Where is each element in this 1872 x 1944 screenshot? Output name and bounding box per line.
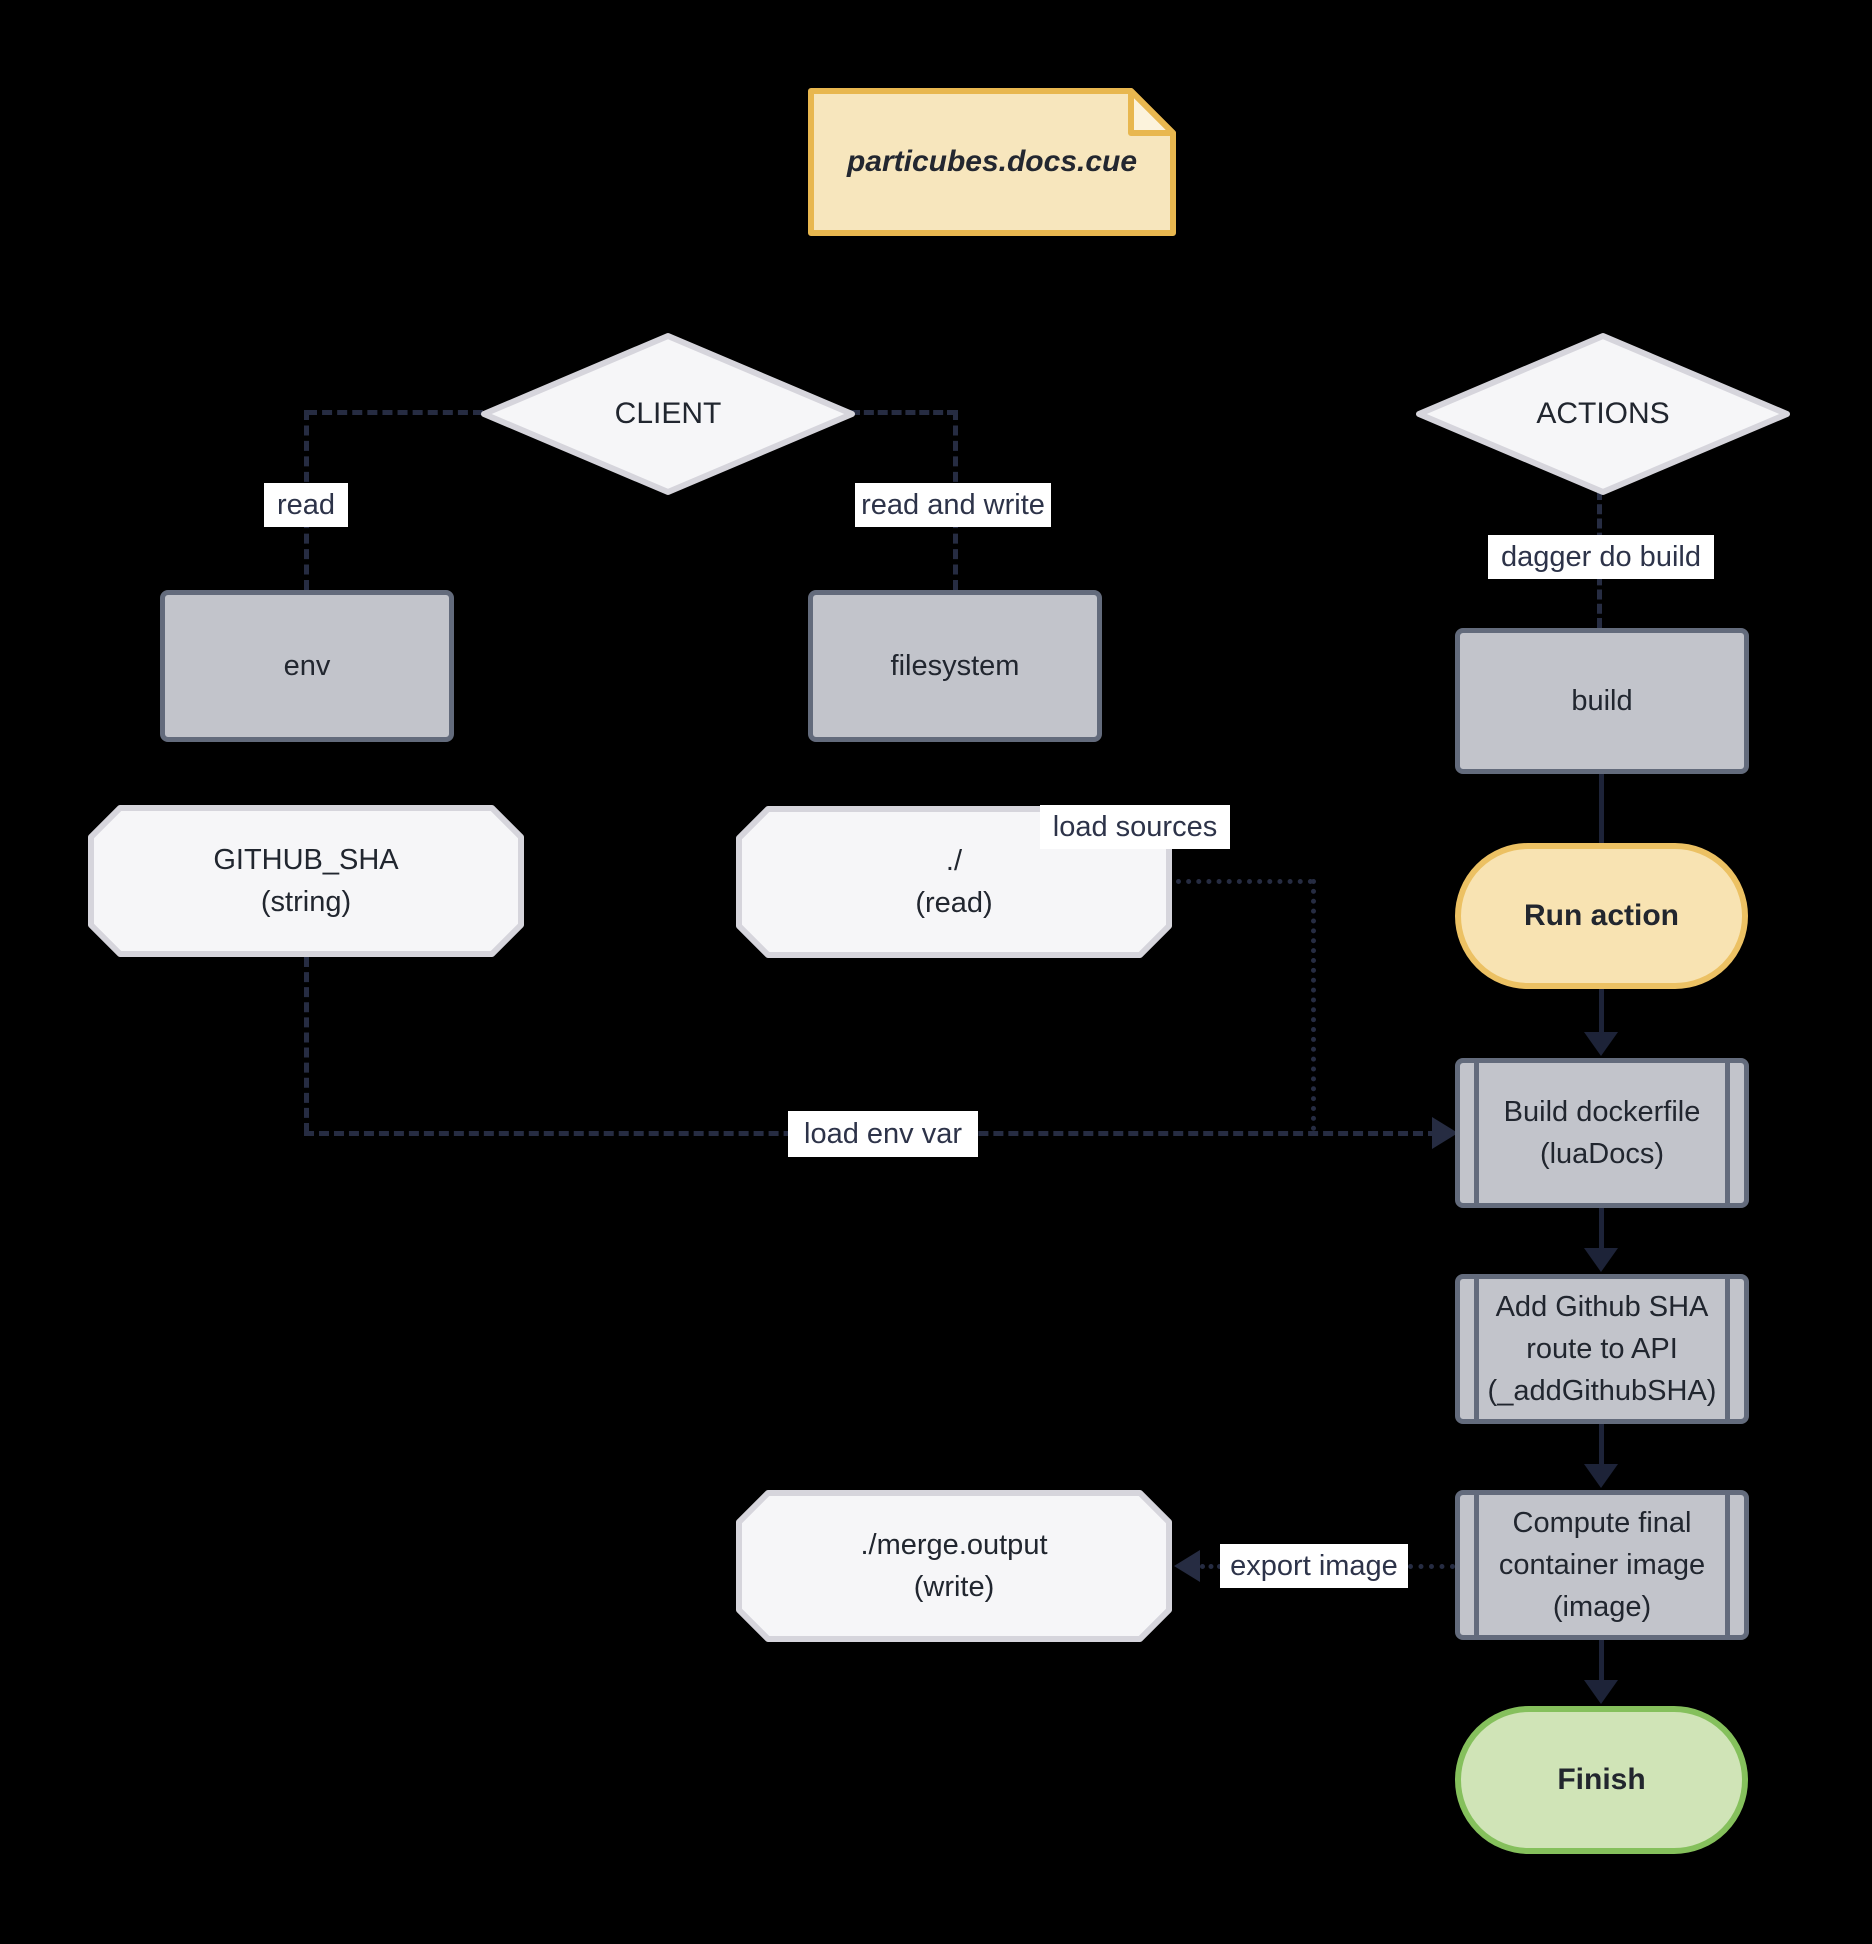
octagon-merge-output-outline [736,1490,1172,1642]
subroutine-compute-image: Compute final container image (image) [1455,1490,1749,1640]
subroutine-bar-right [1725,1495,1730,1635]
box-filesystem: filesystem [808,590,1102,742]
diamond-client-label: CLIENT [614,397,722,431]
subroutine-compute-image-label: Compute final container image (image) [1498,1506,1706,1624]
edge-runaction-builddockerfile [1599,988,1604,1040]
arrowhead-into-build-dockerfile [1432,1117,1458,1149]
subroutine-add-github-sha-label: Add Github SHA route to API (_addGithubS… [1487,1290,1717,1408]
terminal-run-action: Run action [1455,843,1748,989]
edge-addsha-compute [1599,1424,1604,1470]
arrowhead-into-merge-output [1174,1550,1200,1582]
octagon-github-sha: GITHUB_SHA (string) [86,803,526,959]
diamond-actions-label: ACTIONS [1536,397,1670,431]
diamond-client: CLIENT [478,330,858,498]
diamond-client-outline [481,333,855,495]
subroutine-bar-right [1725,1279,1730,1419]
arrowhead-build-dockerfile [1584,1032,1618,1056]
arrowhead-finish [1584,1680,1618,1704]
edge-load-sources-horizontal [1176,879,1313,884]
edge-load-sources-vertical [1311,879,1316,1131]
note-fold-corner [1128,88,1176,136]
subroutine-bar-right [1725,1063,1730,1203]
edge-label-load-env-var: load env var [788,1111,978,1157]
edge-builddockerfile-addsha [1599,1208,1604,1254]
diamond-actions: ACTIONS [1413,330,1793,498]
edge-label-export-image: export image [1220,1544,1408,1588]
edge-githubsha-down [304,957,309,1133]
edge-label-read: read [264,483,348,527]
octagon-github-sha-label: GITHUB_SHA (string) [213,843,399,918]
diamond-actions-outline [1416,333,1790,495]
edge-label-read-and-write: read and write [855,483,1051,527]
octagon-merge-output-label: ./merge.output (write) [860,1528,1048,1603]
arrowhead-compute-image [1584,1464,1618,1488]
note-shape: particubes.docs.cue [806,84,1178,239]
octagon-merge-output: ./merge.output (write) [734,1488,1174,1644]
edge-client-filesystem-horizontal [850,410,957,415]
subroutine-bar-left [1474,1063,1479,1203]
note-outline [808,88,1176,236]
note-title: particubes.docs.cue [846,144,1138,178]
subroutine-build-dockerfile-label: Build dockerfile (luaDocs) [1503,1095,1701,1170]
edge-label-dagger-do-build: dagger do build [1488,535,1714,579]
edge-export-image-left [1200,1564,1222,1569]
box-env: env [160,590,454,742]
subroutine-bar-left [1474,1495,1479,1635]
subroutine-bar-left [1474,1279,1479,1419]
terminal-finish: Finish [1455,1706,1748,1854]
edge-client-env-horizontal [307,410,483,415]
edge-label-load-sources: load sources [1040,805,1230,849]
arrowhead-add-github-sha [1584,1248,1618,1272]
subroutine-add-github-sha: Add Github SHA route to API (_addGithubS… [1455,1274,1749,1424]
subroutine-build-dockerfile: Build dockerfile (luaDocs) [1455,1058,1749,1208]
box-build: build [1455,628,1749,774]
edge-build-runaction [1599,773,1604,843]
octagon-dot-read-label: ./ (read) [915,844,993,919]
edge-export-image-right [1408,1564,1455,1569]
edge-compute-finish [1599,1640,1604,1686]
octagon-github-sha-outline [88,805,524,957]
